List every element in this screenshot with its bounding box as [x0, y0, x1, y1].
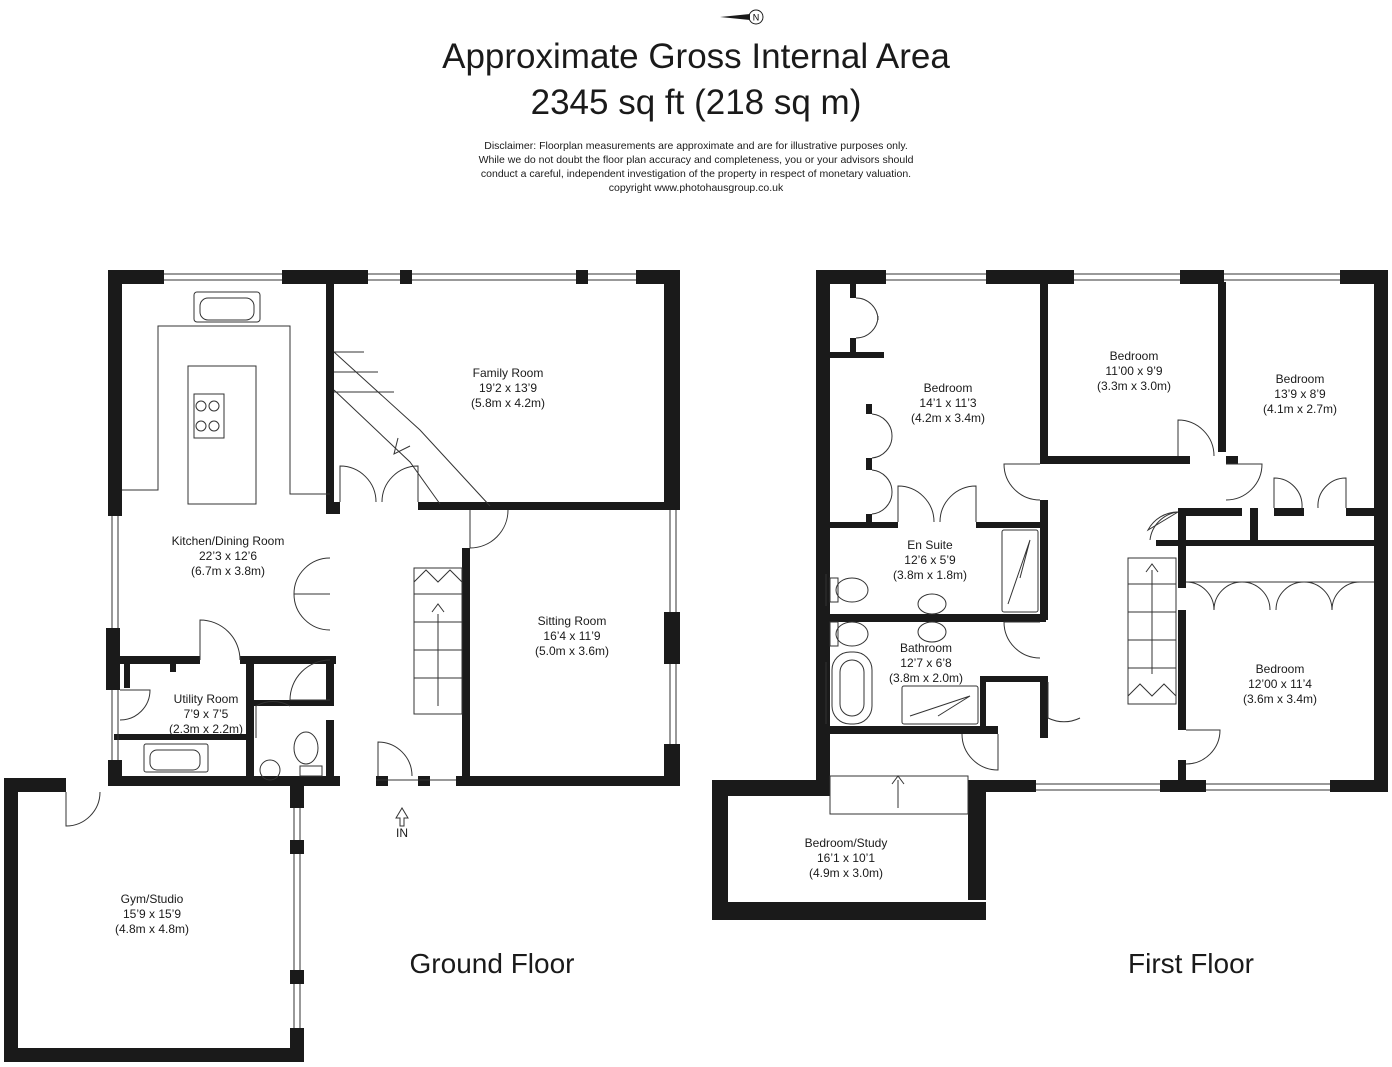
room-label-family: Family Room 19’2 x 13’9 (5.8m x 4.2m) — [471, 366, 545, 411]
room-name: Bedroom — [1275, 372, 1325, 386]
compass-letter: N — [753, 13, 760, 23]
room-size-metric: (5.8m x 4.2m) — [470, 396, 546, 410]
room-name: Utility Room — [173, 692, 239, 706]
room-label-sitting: Sitting Room 16’4 x 11’9 (5.0m x 3.6m) — [535, 614, 609, 659]
ground-floor-label: Ground Floor — [409, 948, 575, 979]
room-label-bathroom: Bathroom 12’7 x 6’8 (3.8m x 2.0m) — [889, 641, 963, 686]
room-size-metric: (2.3m x 2.2m) — [168, 722, 244, 736]
area-summary: 2345 sq ft (218 sq m) — [530, 83, 862, 122]
room-size-metric: (6.7m x 3.8m) — [190, 564, 266, 578]
first-floor-label: First Floor — [1128, 948, 1254, 979]
room-size-metric: (4.8m x 4.8m) — [114, 922, 190, 936]
room-size-metric: (5.0m x 3.6m) — [534, 644, 610, 658]
room-name: Gym/Studio — [120, 892, 184, 906]
room-size-imperial: 16’1 x 10’1 — [816, 851, 876, 865]
room-size-metric: (4.9m x 3.0m) — [808, 866, 883, 880]
disclaimer: Disclaimer: Floorplan measurements are a… — [0, 139, 1392, 195]
room-size-imperial: 13’9 x 8’9 — [1274, 387, 1326, 401]
room-size-imperial: 15’9 x 15’9 — [122, 907, 182, 921]
room-size-imperial: 22’3 x 12’6 — [198, 549, 258, 563]
room-size-imperial: 14’1 x 11’3 — [919, 396, 977, 410]
room-size-imperial: 12’00 x 11’4 — [1248, 677, 1312, 691]
disclaimer-line: While we do not doubt the floor plan acc… — [478, 154, 914, 166]
room-label-study: Bedroom/Study 16’1 x 10’1 (4.9m x 3.0m) — [805, 836, 888, 881]
fixtures-and-openings — [65, 273, 1374, 1028]
room-size-imperial: 16’4 x 11’9 — [543, 629, 601, 643]
room-name: Kitchen/Dining Room — [171, 534, 285, 548]
room-name: En Suite — [907, 538, 953, 552]
room-label-kitchen: Kitchen/Dining Room 22’3 x 12’6 (6.7m x … — [172, 534, 285, 579]
room-size-imperial: 7’9 x 7’5 — [183, 707, 229, 721]
room-label-en-suite: En Suite 12’6 x 5’9 (3.8m x 1.8m) — [893, 538, 967, 583]
disclaimer-line: Disclaimer: Floorplan measurements are a… — [484, 140, 908, 152]
room-name: Bedroom — [923, 381, 973, 395]
room-label-bedroom-3: Bedroom 13’9 x 8’9 (4.1m x 2.7m) — [1263, 372, 1337, 417]
room-size-metric: (3.3m x 3.0m) — [1096, 379, 1172, 393]
room-name: Sitting Room — [537, 614, 607, 628]
disclaimer-line: conduct a careful, independent investiga… — [480, 168, 912, 180]
room-label-utility: Utility Room 7’9 x 7’5 (2.3m x 2.2m) — [169, 692, 243, 737]
room-size-metric: (4.1m x 2.7m) — [1262, 402, 1338, 416]
walls — [4, 270, 1388, 1062]
room-label-bedroom-4: Bedroom 12’00 x 11’4 (3.6m x 3.4m) — [1243, 662, 1317, 707]
room-name: Bathroom — [899, 641, 953, 655]
room-size-imperial: 12’7 x 6’8 — [900, 656, 952, 670]
room-size-metric: (4.2m x 3.4m) — [910, 411, 986, 425]
room-size-metric: (3.6m x 3.4m) — [1242, 692, 1318, 706]
room-size-imperial: 12’6 x 5’9 — [904, 553, 956, 567]
room-size-imperial: 19’2 x 13’9 — [478, 381, 538, 395]
disclaimer-line: copyright www.photohausgroup.co.uk — [608, 182, 784, 194]
room-size-imperial: 11’00 x 9’9 — [1105, 364, 1163, 378]
room-label-bedroom-1: Bedroom 14’1 x 11’3 (4.2m x 3.4m) — [911, 381, 985, 426]
room-name: Family Room — [472, 366, 544, 380]
room-label-gym: Gym/Studio 15’9 x 15’9 (4.8m x 4.8m) — [115, 892, 189, 937]
entrance-label: IN — [396, 826, 408, 840]
room-name: Bedroom — [1255, 662, 1305, 676]
room-size-metric: (3.8m x 1.8m) — [892, 568, 968, 582]
room-label-bedroom-2: Bedroom 11’00 x 9’9 (3.3m x 3.0m) — [1097, 349, 1171, 394]
room-name: Bedroom/Study — [804, 836, 888, 850]
page-title: Approximate Gross Internal Area — [442, 37, 950, 76]
compass-icon: N — [720, 8, 768, 31]
room-name: Bedroom — [1109, 349, 1159, 363]
room-size-metric: (3.8m x 2.0m) — [888, 671, 964, 685]
